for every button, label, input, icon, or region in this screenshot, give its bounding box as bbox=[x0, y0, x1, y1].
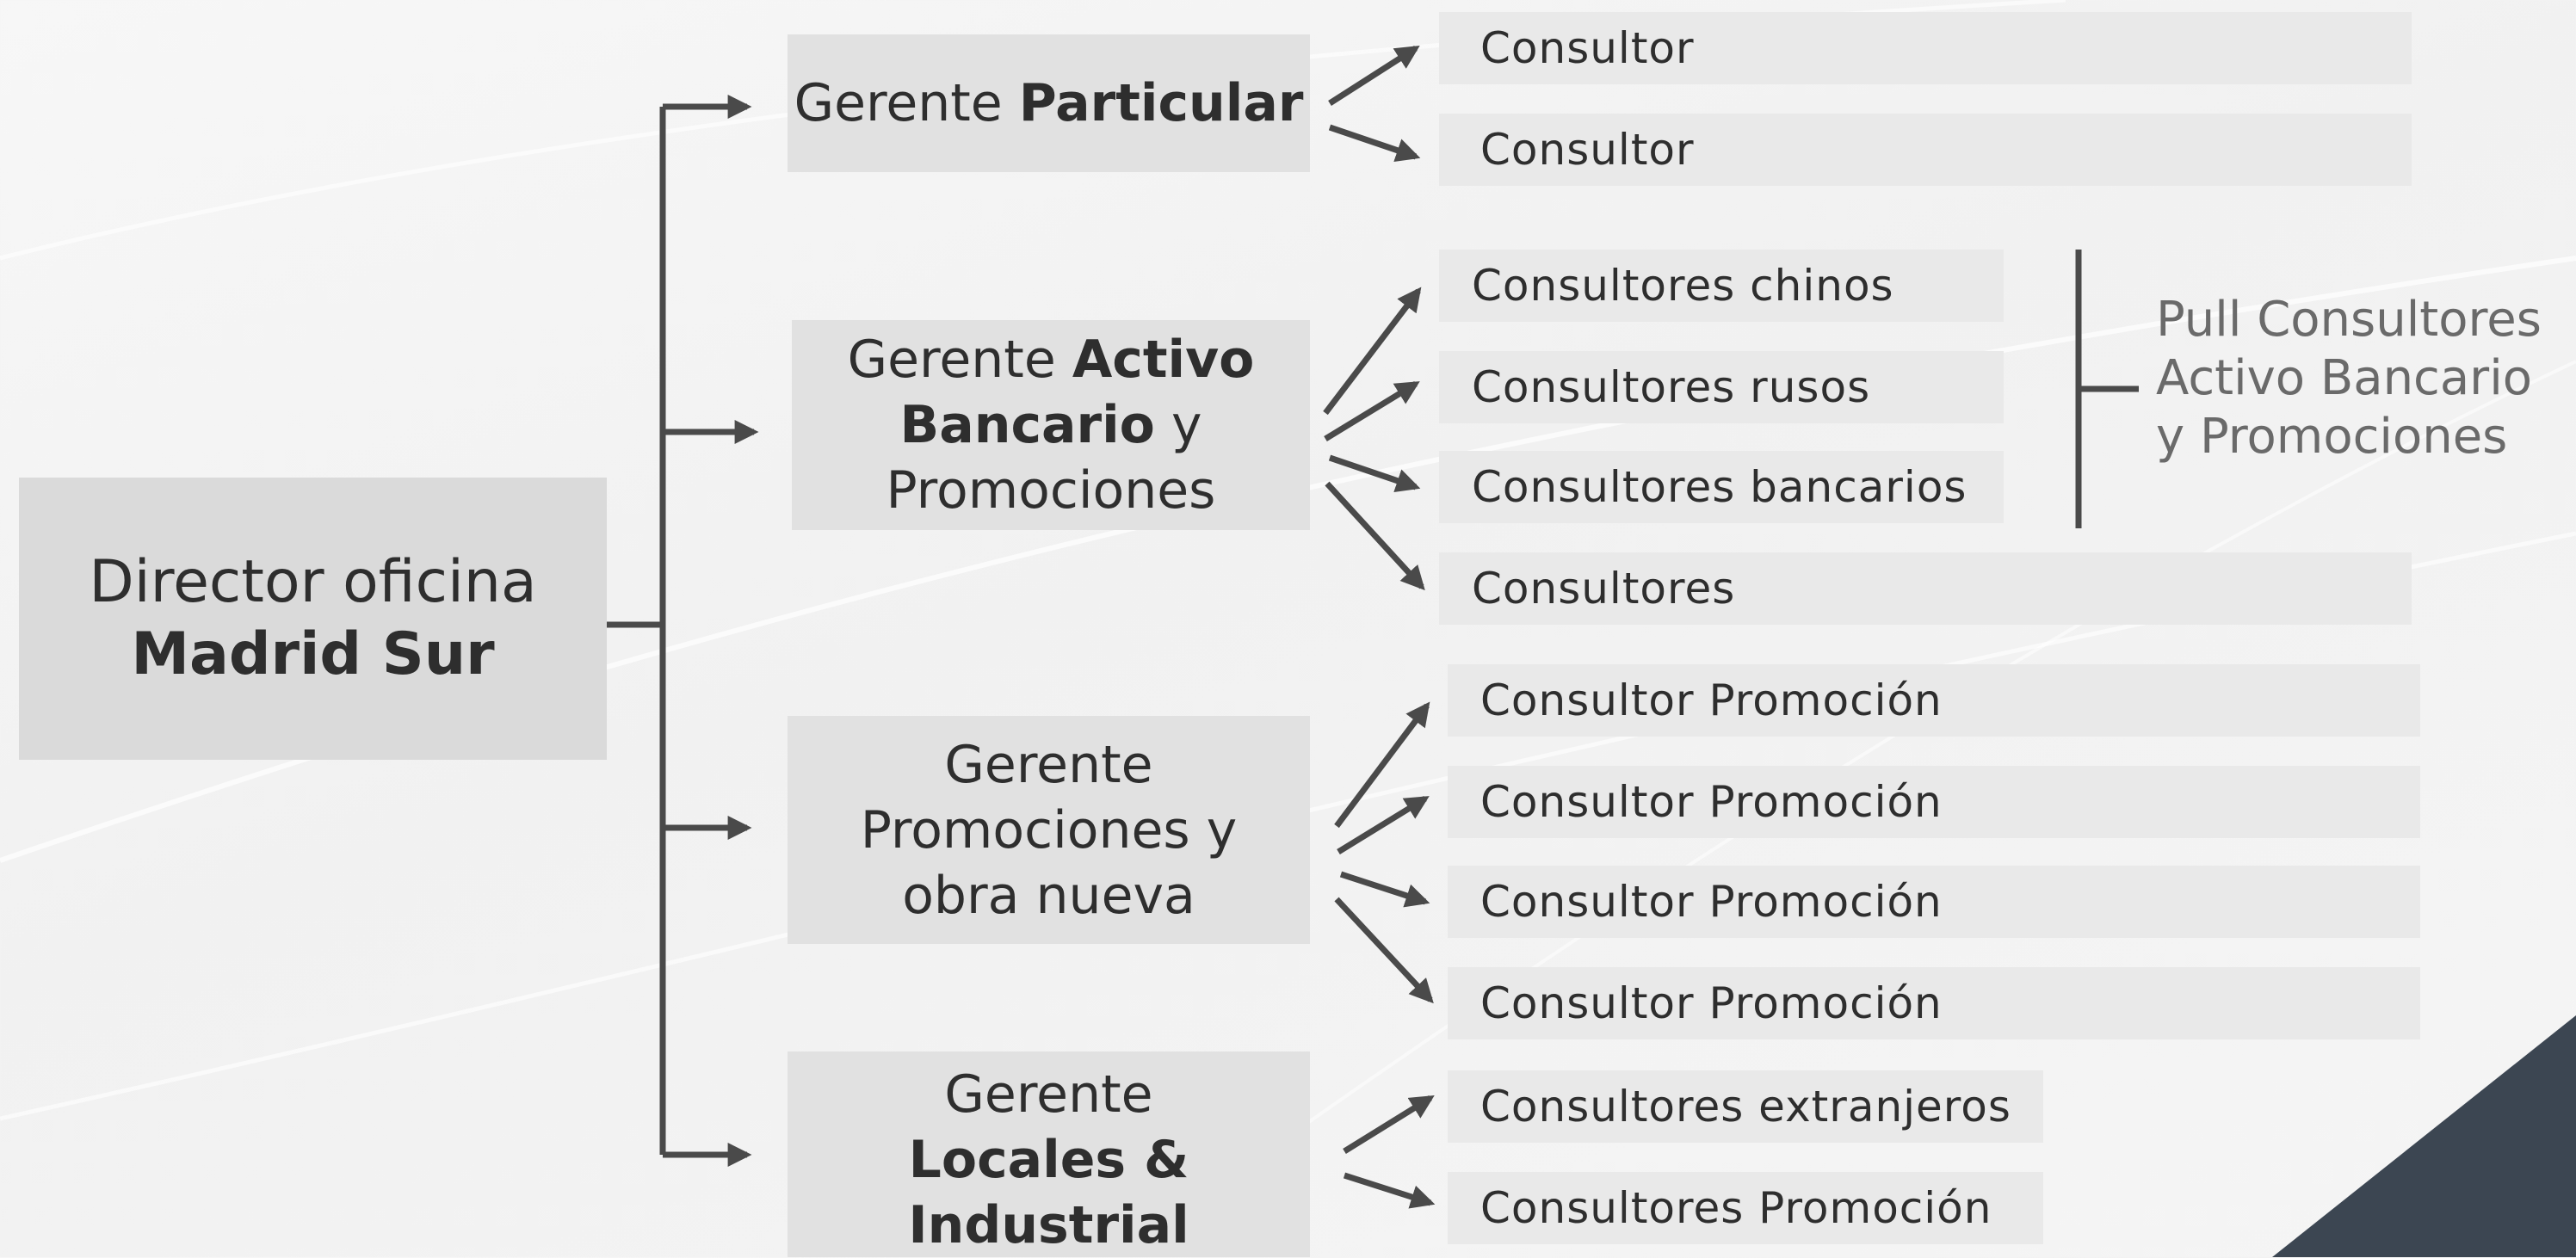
manager-particular-area: Particular bbox=[1018, 73, 1304, 133]
manager-activo-area2: Bancario bbox=[899, 395, 1155, 455]
photo-corner bbox=[2272, 1015, 2576, 1257]
manager-particular-box: Gerente Particular bbox=[788, 34, 1310, 172]
manager-activo-line1: Gerente Activo bbox=[848, 327, 1255, 392]
manager-activo-area1: Activo bbox=[1072, 330, 1255, 390]
manager-activo-line2: Bancario y bbox=[848, 392, 1255, 458]
manager-particular-role: Gerente bbox=[794, 73, 1019, 133]
manager-activo-conj: y bbox=[1154, 395, 1202, 455]
director-box: Director oficina Madrid Sur bbox=[19, 478, 607, 760]
pull-line1: Pull Consultores bbox=[2156, 292, 2542, 348]
manager-promociones-box: Gerente Promociones y obra nueva bbox=[788, 716, 1310, 944]
director-title: Director oficina bbox=[89, 548, 537, 616]
leaf-locales-2: Consultores Promoción bbox=[1448, 1172, 2043, 1244]
director-office: Madrid Sur bbox=[131, 620, 495, 688]
manager-promociones-line1: Gerente bbox=[944, 734, 1153, 795]
leaf-activo-4: Consultores bbox=[1439, 552, 2412, 625]
leaf-promociones-1: Consultor Promoción bbox=[1448, 664, 2420, 737]
pull-line3: y Promociones bbox=[2156, 409, 2508, 465]
manager-activo-line3: Promociones bbox=[886, 460, 1216, 521]
manager-locales-line2: Locales & bbox=[908, 1130, 1189, 1190]
manager-locales-box: Gerente Locales & Industrial bbox=[788, 1051, 1310, 1257]
leaf-promociones-3: Consultor Promoción bbox=[1448, 866, 2420, 938]
manager-particular-label: Gerente Particular bbox=[794, 71, 1304, 136]
leaf-locales-1: Consultores extranjeros bbox=[1448, 1070, 2043, 1143]
manager-activo-role: Gerente bbox=[847, 330, 1072, 390]
leaf-activo-2: Consultores rusos bbox=[1439, 351, 2004, 423]
leaf-activo-3: Consultores bancarios bbox=[1439, 451, 2004, 523]
leaf-particular-2: Consultor bbox=[1439, 114, 2412, 186]
manager-activo-box: Gerente Activo Bancario y Promociones bbox=[792, 320, 1310, 530]
leaf-promociones-4: Consultor Promoción bbox=[1448, 967, 2420, 1039]
manager-locales-line3: Industrial bbox=[908, 1195, 1189, 1255]
pull-line2: Activo Bancario bbox=[2156, 350, 2533, 406]
manager-promociones-line2: Promociones y bbox=[860, 799, 1238, 860]
leaf-activo-1: Consultores chinos bbox=[1439, 250, 2004, 322]
manager-promociones-line3: obra nueva bbox=[902, 865, 1195, 926]
leaf-promociones-2: Consultor Promoción bbox=[1448, 766, 2420, 838]
leaf-particular-1: Consultor bbox=[1439, 12, 2412, 84]
pull-consultores-label: Pull Consultores Activo Bancario y Promo… bbox=[2156, 291, 2542, 466]
manager-locales-line1: Gerente bbox=[944, 1064, 1153, 1125]
